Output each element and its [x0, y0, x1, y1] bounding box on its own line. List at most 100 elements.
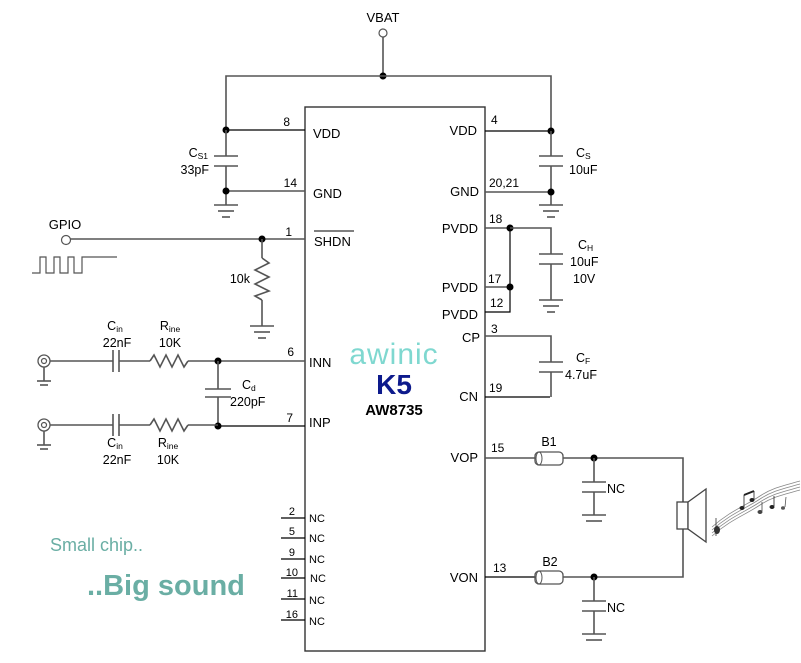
- vbat-label: VBAT: [367, 10, 400, 25]
- ch-rating: 10V: [573, 272, 596, 286]
- ch-value: 10uF: [570, 255, 599, 269]
- pin-name: VDD: [450, 123, 477, 138]
- ground-icon: [539, 204, 563, 218]
- cin-bot-value: 22nF: [103, 453, 132, 467]
- capacitor-vop-nc: NC: [582, 458, 625, 522]
- cf-sub: F: [585, 356, 590, 366]
- b2-label: B2: [542, 555, 557, 569]
- pin-name: CP: [462, 330, 480, 345]
- gpio-terminal-icon: [60, 234, 72, 246]
- b1-label: B1: [541, 435, 556, 449]
- pin-number: 2: [289, 506, 295, 518]
- pin-number: 20,21: [489, 176, 519, 190]
- svg-text:Cin: Cin: [107, 436, 123, 451]
- slogan-line-2: ..Big sound: [87, 570, 245, 602]
- pin-number: 18: [489, 212, 503, 226]
- cs-value: 10uF: [569, 163, 598, 177]
- resistor-pulldown: 10k: [230, 235, 274, 339]
- svg-text:Cin: Cin: [107, 319, 123, 334]
- cin-top-sub: in: [116, 324, 123, 334]
- svg-text:CH: CH: [578, 238, 593, 253]
- gpio-label: GPIO: [49, 217, 82, 232]
- ground-icon: [539, 299, 563, 313]
- c-vop-value: NC: [607, 482, 625, 496]
- capacitor-cin-top: Cin 22nF: [103, 319, 132, 372]
- cs1-sub: S1: [198, 151, 209, 161]
- pin-number: 10: [286, 567, 298, 579]
- pin-name: NC: [309, 616, 325, 628]
- ground-icon: [250, 325, 274, 339]
- pin-name: PVDD: [442, 280, 478, 295]
- slogan-line-1: Small chip..: [50, 535, 143, 555]
- cin-bot-ref: C: [107, 436, 116, 450]
- gpio-terminal: GPIO: [32, 217, 117, 274]
- resistor-rine-top: Rine 10K: [149, 319, 189, 369]
- ch-ref: C: [578, 238, 587, 252]
- cf-ref: C: [576, 351, 585, 365]
- cs1-ref: C: [189, 146, 198, 160]
- pin-name: NC: [309, 533, 325, 545]
- pin-number: 8: [283, 115, 290, 129]
- pin-number: 7: [286, 411, 293, 425]
- vbat-rail-wire: [225, 75, 552, 130]
- pin-number: 16: [286, 609, 298, 621]
- svg-text:Cd: Cd: [242, 378, 256, 393]
- cs-ref: C: [576, 146, 585, 160]
- pin-number: 5: [289, 526, 295, 538]
- pwm-waveform-icon: [32, 256, 117, 274]
- svg-text:CS1: CS1: [189, 146, 209, 161]
- capacitor-cin-bottom: Cin 22nF: [103, 414, 132, 467]
- input-jack-inp: [37, 418, 51, 450]
- nc-pins: 2 NC 5 NC 9 NC 10 NC 11 NC 16 NC: [281, 506, 326, 628]
- input-jack-inn: [37, 354, 51, 386]
- ground-icon: [214, 204, 238, 218]
- vbat-terminal: VBAT: [367, 10, 400, 80]
- pin-name: GND: [313, 186, 342, 201]
- svg-text:CF: CF: [576, 351, 590, 366]
- cd-ref: C: [242, 378, 251, 392]
- capacitor-ch: CH 10uF 10V: [510, 227, 599, 313]
- pin-name: INP: [309, 415, 331, 430]
- ferrite-bead-b2: B2: [534, 555, 564, 585]
- pin-name: NC: [309, 554, 325, 566]
- cd-sub: d: [251, 383, 256, 393]
- pin-name: NC: [309, 595, 325, 607]
- capacitor-von-nc: NC: [582, 577, 625, 641]
- pin-number: 14: [284, 176, 298, 190]
- chip-brand-logo: awinic: [349, 338, 438, 371]
- vbat-terminal-icon: [378, 28, 388, 38]
- pin-number: 15: [491, 441, 505, 455]
- pin-name: GND: [450, 184, 479, 199]
- pin-number: 12: [490, 296, 504, 310]
- pin-name: NC: [309, 513, 325, 525]
- cs-sub: S: [585, 151, 591, 161]
- capacitor-cs1: CS1 33pF: [181, 126, 238, 218]
- capacitor-cd: Cd 220pF: [205, 361, 266, 426]
- pin-number: 13: [493, 561, 507, 575]
- pin-name: CN: [459, 389, 478, 404]
- pin-name: VOP: [451, 450, 478, 465]
- cd-value: 220pF: [230, 395, 266, 409]
- rine-top-sub: ine: [169, 324, 181, 334]
- rine-bot-value: 10K: [157, 453, 180, 467]
- pin-name: PVDD: [442, 221, 478, 236]
- pin-number: 1: [285, 225, 292, 239]
- svg-text:Rine: Rine: [158, 436, 179, 451]
- pin-number: 17: [488, 272, 502, 286]
- cs1-value: 33pF: [181, 163, 210, 177]
- cin-top-ref: C: [107, 319, 116, 333]
- ch-sub: H: [587, 243, 593, 253]
- pin-name: NC: [310, 573, 326, 585]
- capacitor-cf: CF 4.7uF: [539, 335, 597, 397]
- c-von-value: NC: [607, 601, 625, 615]
- pin-name: VON: [450, 570, 478, 585]
- music-notes-icon: [711, 480, 801, 537]
- chip-model: K5: [376, 369, 412, 400]
- capacitor-cs: CS 10uF: [539, 127, 598, 218]
- svg-text:CS: CS: [576, 146, 591, 161]
- chip-body: [304, 106, 486, 652]
- resistor-rine-bottom: Rine 10K: [149, 417, 189, 467]
- cin-top-value: 22nF: [103, 336, 132, 350]
- cin-bot-sub: in: [116, 441, 123, 451]
